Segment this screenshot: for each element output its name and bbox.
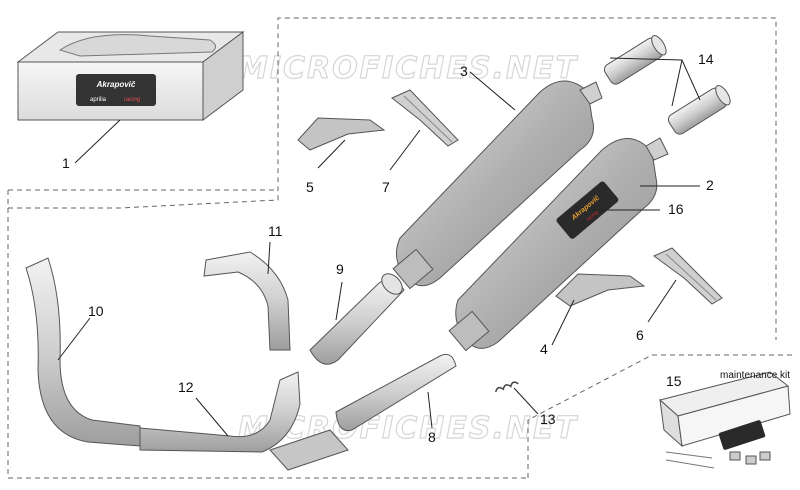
part-number-8: 8 xyxy=(428,429,436,445)
muffler-part-2: Akrapovič racing xyxy=(448,137,669,352)
inner-tubes-part-14 xyxy=(603,35,731,135)
leader-5 xyxy=(317,139,346,169)
leader-11 xyxy=(267,241,271,275)
part-number-16: 16 xyxy=(668,201,684,217)
akrapovic-logo-box xyxy=(76,74,156,106)
link-pipe-part-8 xyxy=(335,353,457,432)
leader-10 xyxy=(57,317,91,361)
part-number-10: 10 xyxy=(88,303,104,319)
kit-box-part-1: Akrapovič aprilia racing xyxy=(16,31,245,121)
logo-sub-left: aprilia xyxy=(90,97,107,103)
leader-4 xyxy=(551,299,575,346)
part-number-13: 13 xyxy=(540,411,556,427)
part-number-2: 2 xyxy=(706,177,714,193)
group-outline-kit xyxy=(527,354,795,478)
part-number-5: 5 xyxy=(306,179,314,195)
part-number-6: 6 xyxy=(636,327,644,343)
watermark-top: MICROFICHES.NET xyxy=(238,51,579,86)
spring-part-13 xyxy=(495,381,519,393)
part-number-4: 4 xyxy=(540,341,548,357)
part-number-3: 3 xyxy=(460,63,468,79)
part-number-12: 12 xyxy=(178,379,194,395)
part-number-1: 1 xyxy=(62,155,70,171)
part-number-9: 9 xyxy=(336,261,344,277)
logo-sub-right: racing xyxy=(124,97,141,103)
part-number-14: 14 xyxy=(698,51,714,67)
part-number-15: 15 xyxy=(666,373,682,389)
bracket-part-4 xyxy=(555,273,646,307)
part-number-7: 7 xyxy=(382,179,390,195)
leader-6 xyxy=(647,279,677,323)
leader-12 xyxy=(195,397,229,437)
logo-brand-text: Akrapovič xyxy=(96,80,136,89)
muffler-part-3 xyxy=(392,80,603,290)
bracket-part-5 xyxy=(297,117,386,151)
maintenance-kit-part-15 xyxy=(658,371,791,469)
leader-3 xyxy=(469,71,516,111)
link-pipe-part-9 xyxy=(309,273,405,365)
part-number-11: 11 xyxy=(268,223,283,239)
group-outline-lower xyxy=(7,190,528,479)
leader-9 xyxy=(335,281,343,321)
header-pipe-part-10 xyxy=(25,257,141,447)
manifold-part-12 xyxy=(139,371,349,471)
group-outline-upper xyxy=(8,17,777,340)
leader-8 xyxy=(427,391,433,429)
leader-13 xyxy=(513,387,539,415)
leader-14b xyxy=(671,59,683,107)
bracket-part-7 xyxy=(391,89,459,147)
collector-pipe-part-11 xyxy=(203,251,291,351)
leader-1 xyxy=(74,119,121,164)
maintenance-kit-label: maintenance kit xyxy=(720,370,790,381)
bracket-part-6 xyxy=(653,247,723,305)
leader-7 xyxy=(389,129,421,171)
